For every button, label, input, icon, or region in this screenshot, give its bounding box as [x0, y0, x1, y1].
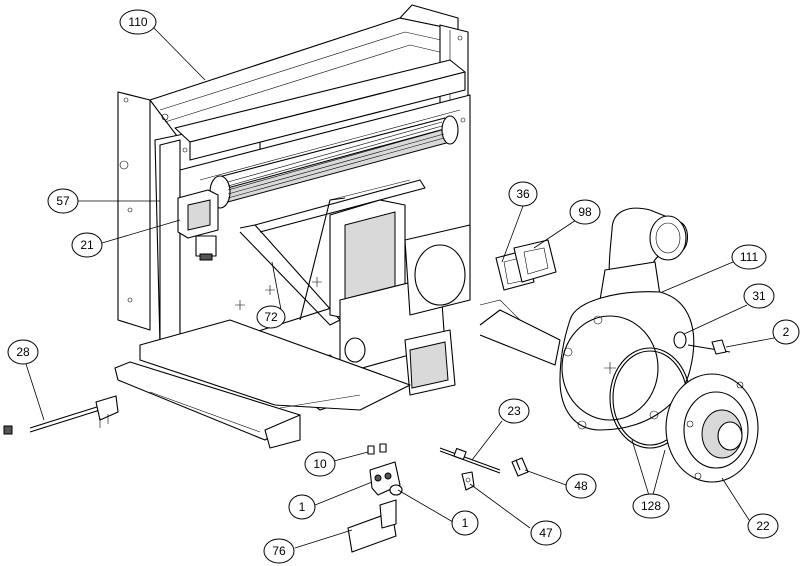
- callout-111: 111: [731, 244, 767, 270]
- blower-assembly: [329, 199, 471, 396]
- callout-label: 21: [80, 238, 94, 252]
- callout-label: 111: [740, 250, 759, 264]
- callout-label: 23: [507, 404, 521, 418]
- callout-47: 47: [530, 520, 562, 546]
- callout-76: 76: [263, 538, 295, 564]
- callout-label: 28: [16, 345, 30, 359]
- callout-label: 48: [574, 479, 588, 493]
- callout-label: 110: [128, 15, 147, 29]
- small-parts-right: [673, 331, 731, 355]
- callout-23: 23: [498, 398, 530, 424]
- callout-128: 128: [632, 493, 670, 519]
- fan-motor: [177, 189, 219, 261]
- callout-label: 1: [462, 516, 469, 530]
- callout-label: 47: [539, 526, 553, 540]
- callout-28: 28: [7, 339, 39, 365]
- tangential-fan: [209, 115, 459, 209]
- callout-label: 57: [56, 194, 70, 208]
- electrode: [439, 447, 501, 474]
- callout-1-right: 1: [451, 510, 479, 536]
- callouts: 110 57 21 72 28 36 98 111: [7, 9, 800, 564]
- callout-label: 10: [313, 457, 327, 471]
- callout-31: 31: [743, 283, 775, 309]
- flue-elbow-cover: [559, 207, 695, 431]
- callout-48: 48: [565, 473, 597, 499]
- callout-label: 36: [516, 187, 530, 201]
- base-tray: [114, 299, 561, 449]
- callout-57: 57: [47, 188, 79, 214]
- callout-label: 22: [756, 519, 770, 533]
- callout-label: 1: [299, 500, 306, 514]
- callout-label: 31: [752, 289, 766, 303]
- leader-lines: [25, 25, 775, 549]
- clip-parts: [461, 457, 529, 491]
- callout-1-left: 1: [288, 494, 316, 520]
- callout-2: 2: [772, 319, 800, 345]
- sensor-rod: [3, 395, 119, 435]
- callout-10: 10: [304, 451, 336, 477]
- callout-label: 98: [578, 205, 592, 219]
- burner-flange: [665, 373, 759, 483]
- callout-98: 98: [569, 199, 601, 225]
- callout-110: 110: [119, 9, 157, 35]
- gasket-plate: [495, 239, 557, 291]
- callout-label: 2: [783, 325, 790, 339]
- callout-label: 76: [272, 544, 286, 558]
- control-bracket: [239, 179, 426, 326]
- callout-label: 128: [641, 499, 661, 513]
- bottom-small-parts: [347, 443, 403, 553]
- callout-72: 72: [256, 305, 286, 329]
- callout-22: 22: [747, 513, 779, 539]
- callout-label: 72: [264, 310, 278, 324]
- callout-21: 21: [71, 232, 103, 258]
- callout-36: 36: [508, 181, 538, 207]
